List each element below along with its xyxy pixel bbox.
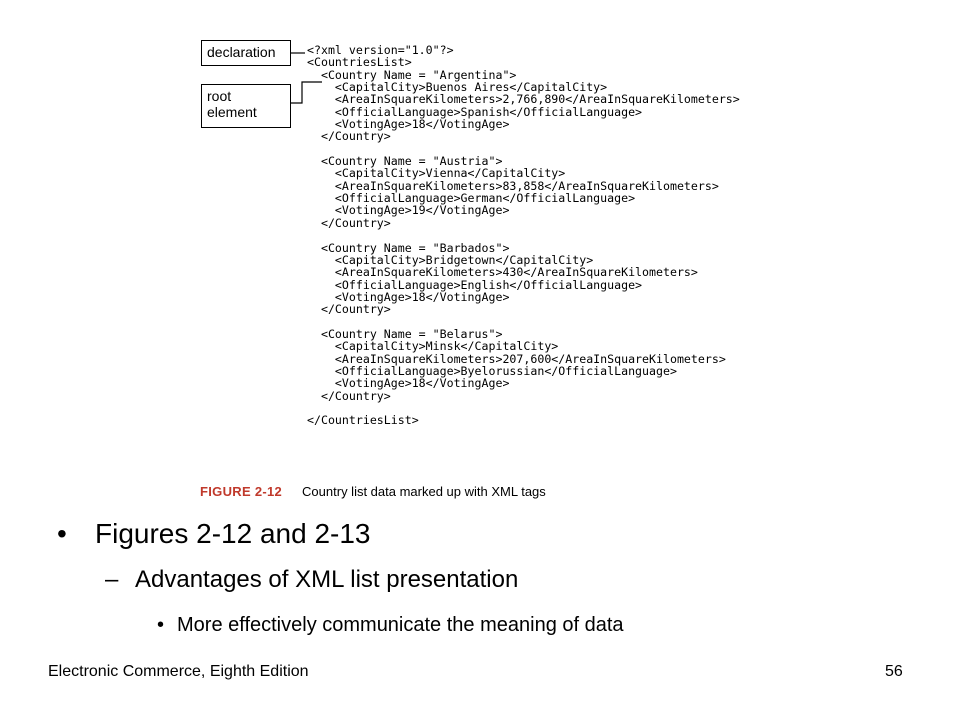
root-connector [291,81,322,104]
code-line: <CapitalCity>Minsk</CapitalCity> [307,339,559,354]
footer-page-number: 56 [885,663,903,680]
declaration-callout: declaration [201,40,291,66]
code-line: <?xml version="1.0"?> [307,43,454,57]
code-line: <Country Name = "Argentina"> [307,67,517,82]
code-line: <AreaInSquareKilometers>83,858</AreaInSq… [307,178,719,193]
code-line: <Country Name = "Belarus"> [307,326,503,341]
code-line: <VotingAge>18</VotingAge> [307,289,510,304]
code-line: <CapitalCity>Bridgetown</CapitalCity> [307,252,594,267]
code-line: <OfficialLanguage>German</OfficialLangua… [307,191,636,206]
code-line: <VotingAge>18</VotingAge> [307,376,510,391]
bullet-level3-mark: • [157,614,165,636]
code-line: <CapitalCity>Vienna</CapitalCity> [307,166,566,181]
bullet-level3-text: More effectively communicate the meaning… [177,614,624,636]
code-line: </CountriesList> [307,413,419,428]
figure-caption: FIGURE 2-12 Country list data marked up w… [200,484,546,499]
code-line: <VotingAge>18</VotingAge> [307,117,510,132]
code-line: </Country> [307,302,391,317]
code-line: <CountriesList> [307,55,412,70]
code-line: <VotingAge>19</VotingAge> [307,203,510,218]
xml-figure: declaration root element <?xml version="… [200,40,740,499]
code-line: <OfficialLanguage>English</OfficialLangu… [307,277,643,292]
bullet-level1-text: Figures 2-12 and 2-13 [95,518,371,549]
bullet-level2-mark: – [105,566,119,593]
root-element-callout: root element [201,84,291,128]
code-line: <AreaInSquareKilometers>430</AreaInSquar… [307,265,698,280]
code-line: <Country Name = "Austria"> [307,154,503,169]
figure-caption-text: Country list data marked up with XML tag… [302,484,546,499]
code-line: </Country> [307,388,391,403]
root-callout-line2: element [207,104,257,120]
code-line: <OfficialLanguage>Spanish</OfficialLangu… [307,104,643,119]
code-line: <AreaInSquareKilometers>207,600</AreaInS… [307,351,726,366]
declaration-callout-label: declaration [207,44,276,60]
code-line: <Country Name = "Barbados"> [307,240,510,255]
footer-book-title: Electronic Commerce, Eighth Edition [48,663,309,680]
code-line [307,229,740,241]
code-line: <CapitalCity>Buenos Aires</CapitalCity> [307,80,608,95]
bullet-level1-mark: • [57,518,67,549]
figure-caption-label: FIGURE 2-12 [200,484,283,499]
code-line: <AreaInSquareKilometers>2,766,890</AreaI… [307,92,740,107]
bullet-level2-text: Advantages of XML list presentation [135,566,519,593]
code-line: </Country> [307,215,391,230]
code-line: <OfficialLanguage>Byelorussian</Official… [307,363,677,378]
callout-connectors [291,52,322,104]
root-callout-line1: root [207,88,232,104]
xml-code-listing: <?xml version="1.0"?><CountriesList> <Co… [307,44,740,427]
code-line: </Country> [307,129,391,144]
